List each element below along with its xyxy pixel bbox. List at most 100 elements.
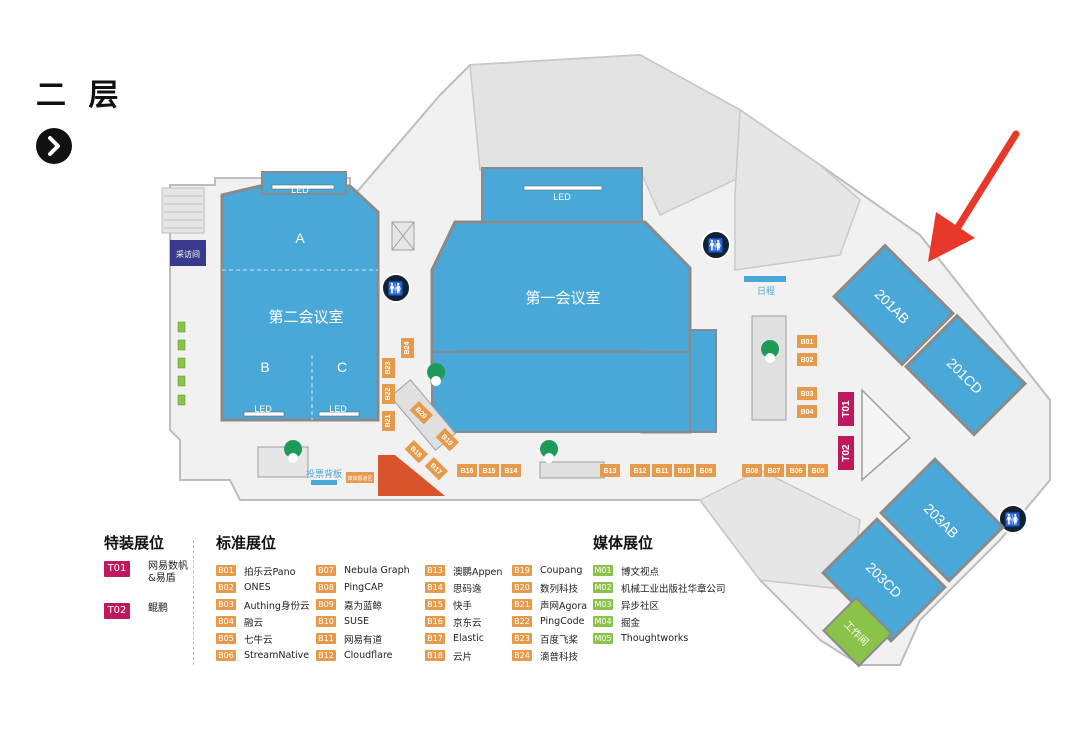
svg-text:B11: B11 [656,468,669,475]
special-booth-t01[interactable]: T01 [838,392,854,426]
svg-text:B02: B02 [801,357,814,364]
booth-b15[interactable]: B15 [479,464,499,477]
booth-b04[interactable]: B04 [797,405,817,418]
booth-b19[interactable]: B19 [435,427,460,452]
floor-title: 二 层 [36,78,125,113]
escalator-east [751,315,787,421]
chevron-right-icon [48,136,60,156]
room-201cd[interactable] [904,313,1028,437]
booth-b10[interactable]: B10 [674,464,694,477]
interview-room[interactable] [170,240,206,266]
booth-b09[interactable]: B09 [696,464,716,477]
svg-text:B15: B15 [483,468,496,475]
svg-text:T02: T02 [841,444,852,462]
svg-text:B21: B21 [385,414,392,427]
booth-b17[interactable]: B17 [424,456,449,481]
legend-special-item: T02 鲲鹏 [104,603,188,619]
first-hall-label: 第一会议室 [525,289,600,307]
booth-b22[interactable]: B22 [382,384,395,404]
entrance-stage [378,455,445,496]
pin-icon [761,340,780,372]
svg-text:B03: B03 [801,391,814,398]
room-203ab[interactable] [879,457,1005,583]
booth-b03[interactable]: B03 [797,387,817,400]
pin-icon [427,363,446,395]
booth-b11[interactable]: B11 [652,464,672,477]
legend-special-item: T01 网易数帆 &易盾 [104,561,188,585]
booth-b12[interactable]: B12 [630,464,650,477]
restroom-icon: 🚻 [998,504,1028,534]
booth-b06[interactable]: B06 [786,464,806,477]
booth-b24[interactable]: B24 [401,338,414,358]
booth-b07[interactable]: B07 [764,464,784,477]
first-hall-led: LED [553,192,571,202]
second-hall-led-right: LED [329,404,347,414]
svg-text:B04: B04 [801,409,814,416]
second-hall-led-top: LED [291,185,309,195]
escalator-south [539,461,605,479]
booth-b21[interactable]: B21 [382,411,395,431]
section-c-label: C [337,359,347,375]
special-booth-t02[interactable]: T02 [838,436,854,470]
legend-divider [193,540,194,665]
svg-text:B01: B01 [801,339,814,346]
media-report-label: 媒体报道区 [347,475,372,482]
next-floor-button[interactable] [36,128,72,164]
second-hall[interactable] [220,184,380,422]
svg-text:B09: B09 [700,468,713,475]
booth-b23[interactable]: B23 [382,358,395,378]
booth-b02[interactable]: B02 [797,353,817,366]
first-hall-annex [431,351,691,433]
booth-b13[interactable]: B13 [600,464,620,477]
legend-special: 特装展位 T01 网易数帆 &易盾 T02 鲲鹏 [104,532,188,637]
svg-text:🚻: 🚻 [708,238,724,253]
schedule-label: 日程 [757,286,775,296]
room-201ab[interactable] [832,243,956,367]
booth-b20[interactable]: B20 [409,400,434,425]
schedule-board [744,276,786,282]
svg-text:🚻: 🚻 [388,281,404,296]
work-room[interactable] [822,596,893,668]
svg-text:B07: B07 [768,468,781,475]
booth-b16[interactable]: B16 [457,464,477,477]
svg-text:B08: B08 [746,468,759,475]
vote-board-bar [311,480,337,485]
first-hall-stage [481,167,643,223]
svg-text:🚻: 🚻 [1005,512,1021,527]
svg-text:B13: B13 [604,468,617,475]
restroom-icon: 🚻 [381,273,411,303]
legend-name: 网易数帆 &易盾 [148,561,188,584]
west-stairs [161,187,205,234]
booth-b14[interactable]: B14 [501,464,521,477]
booth-b18[interactable]: B18 [404,439,429,464]
svg-text:B14: B14 [505,468,518,475]
east-service-area [734,108,861,271]
booth-b08[interactable]: B08 [742,464,762,477]
booth-b05[interactable]: B05 [808,464,828,477]
legend-media-title: 媒体展位 [593,534,654,552]
booth-b01[interactable]: B01 [797,335,817,348]
